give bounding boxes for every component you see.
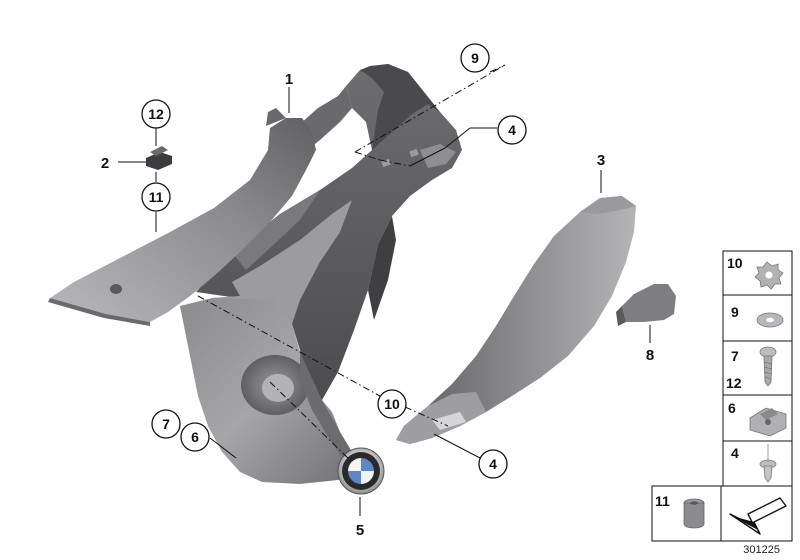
svg-text:10: 10 bbox=[727, 255, 743, 271]
svg-text:9: 9 bbox=[471, 50, 479, 66]
part-8-small-cover bbox=[616, 284, 676, 326]
leader-lines bbox=[118, 64, 651, 516]
callout-1: 1 bbox=[285, 71, 293, 88]
parts-table-row-9: 9 bbox=[722, 294, 793, 342]
callout-12: 12 bbox=[141, 99, 171, 129]
part-3-right-side-panel bbox=[396, 196, 636, 444]
rubber-grommet-icon bbox=[683, 498, 705, 529]
part-left-side-panel bbox=[48, 108, 316, 326]
parts-table-row-11: 11 bbox=[651, 485, 793, 542]
part-5-bmw-emblem bbox=[337, 447, 385, 495]
callout-2: 2 bbox=[101, 155, 109, 172]
callout-10: 10 bbox=[377, 389, 407, 419]
svg-text:12: 12 bbox=[148, 106, 164, 122]
diagram-number: 301225 bbox=[743, 544, 780, 556]
parts-table-row-10: 10 bbox=[722, 250, 793, 296]
callouts: 1 2 3 5 8 12 11 9 4 10 4 7 bbox=[101, 43, 654, 539]
callout-3: 3 bbox=[597, 152, 605, 169]
svg-text:10: 10 bbox=[384, 396, 400, 412]
svg-text:6: 6 bbox=[728, 400, 736, 416]
svg-text:6: 6 bbox=[191, 429, 199, 445]
callout-4-upper: 4 bbox=[497, 115, 527, 145]
callout-7: 7 bbox=[151, 409, 181, 439]
svg-text:4: 4 bbox=[731, 445, 739, 461]
svg-text:11: 11 bbox=[655, 493, 670, 509]
svg-text:4: 4 bbox=[489, 456, 497, 472]
svg-text:7: 7 bbox=[731, 348, 739, 364]
callout-4-lower: 4 bbox=[478, 449, 508, 479]
svg-text:11: 11 bbox=[149, 189, 164, 205]
lock-washer-icon bbox=[754, 261, 784, 290]
parts-table-row-6: 6 bbox=[722, 394, 793, 442]
callout-6: 6 bbox=[180, 422, 210, 452]
flat-washer-icon bbox=[756, 312, 784, 328]
direction-arrow-icon bbox=[729, 497, 787, 535]
callout-11: 11 bbox=[141, 182, 171, 212]
callout-5: 5 bbox=[356, 522, 364, 539]
svg-text:4: 4 bbox=[508, 122, 516, 138]
parts-table-row-7-12: 7 12 bbox=[722, 340, 793, 396]
parts-table: 10 9 7 12 bbox=[651, 250, 793, 542]
screw-icon bbox=[759, 346, 777, 387]
parts-table-row-4: 4 bbox=[722, 440, 793, 487]
expanding-rivet-icon bbox=[759, 444, 777, 483]
part-front-lower-panel bbox=[180, 200, 362, 484]
part-2-clip bbox=[146, 146, 172, 170]
svg-text:12: 12 bbox=[726, 375, 742, 391]
callout-9: 9 bbox=[460, 43, 490, 73]
clip-nut-icon bbox=[749, 407, 787, 437]
callout-8: 8 bbox=[646, 347, 654, 364]
svg-text:7: 7 bbox=[162, 416, 170, 432]
svg-text:9: 9 bbox=[731, 304, 739, 320]
